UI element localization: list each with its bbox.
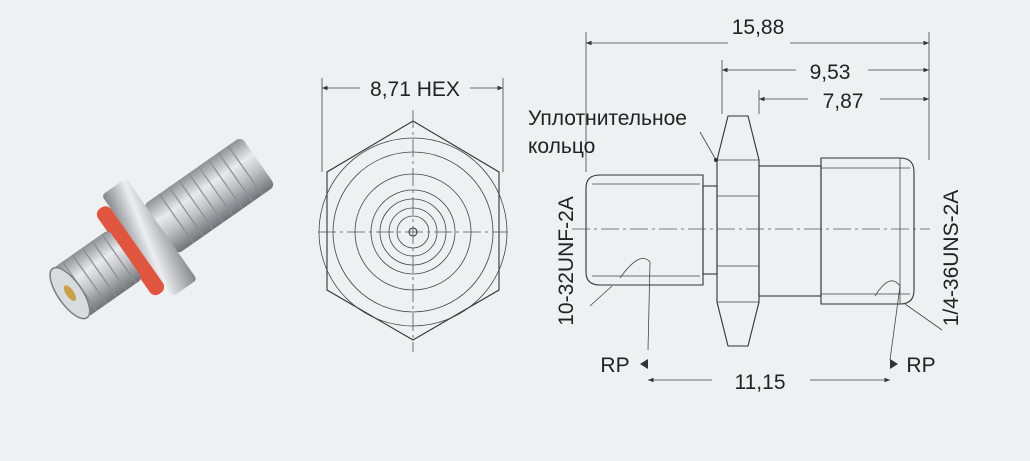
dim-overall-label: 15,88 [732,16,785,39]
rp-left-label: RP [600,354,629,377]
collar [702,185,718,275]
rp-right-arrow [890,359,898,369]
left-thread-body [585,174,704,286]
right-thread-body [820,157,915,305]
dim-rp-label: 11,15 [735,371,786,394]
thread-right-label: 1/4-36UNS-2A [940,190,963,327]
rp-left-marker-curve [619,258,651,351]
dim-short-label: 7,87 [823,90,864,113]
hex-end-view: 8,71 HEX [318,78,508,352]
photo-rear-thread [145,138,274,253]
seal-label-line2: кольцо [528,135,595,158]
rp-left-arrow [640,359,648,369]
connector-photo [49,138,274,320]
rp-right-marker-curve [874,280,901,361]
callouts: Уплотнительное кольцо 10-32UNF-2A 1/4-36… [528,107,963,331]
right-body [758,165,822,297]
seal-leader-line [699,131,717,161]
rp-right-label: RP [906,354,935,377]
photo-oring [96,206,165,296]
hex-dimension-label: 8,71 HEX [370,78,460,101]
photo-rear-thread-lines [158,145,263,244]
seal-label-line1: Уплотнительное [528,107,687,130]
hex-flange-side [716,115,760,347]
photo-hex-flange [103,179,196,296]
thread-left-leader [589,285,613,307]
hex-outline [326,120,500,341]
dim-mid-label: 9,53 [810,61,851,84]
seal-leader-dot [714,158,718,162]
photo-center-pin [63,285,77,301]
side-dimensions: 15,88 9,53 7,87 11,15 RP RP [585,16,936,394]
thread-left-label: 10-32UNF-2A [555,196,578,326]
thread-right-leader [904,303,943,331]
side-view [572,115,930,361]
